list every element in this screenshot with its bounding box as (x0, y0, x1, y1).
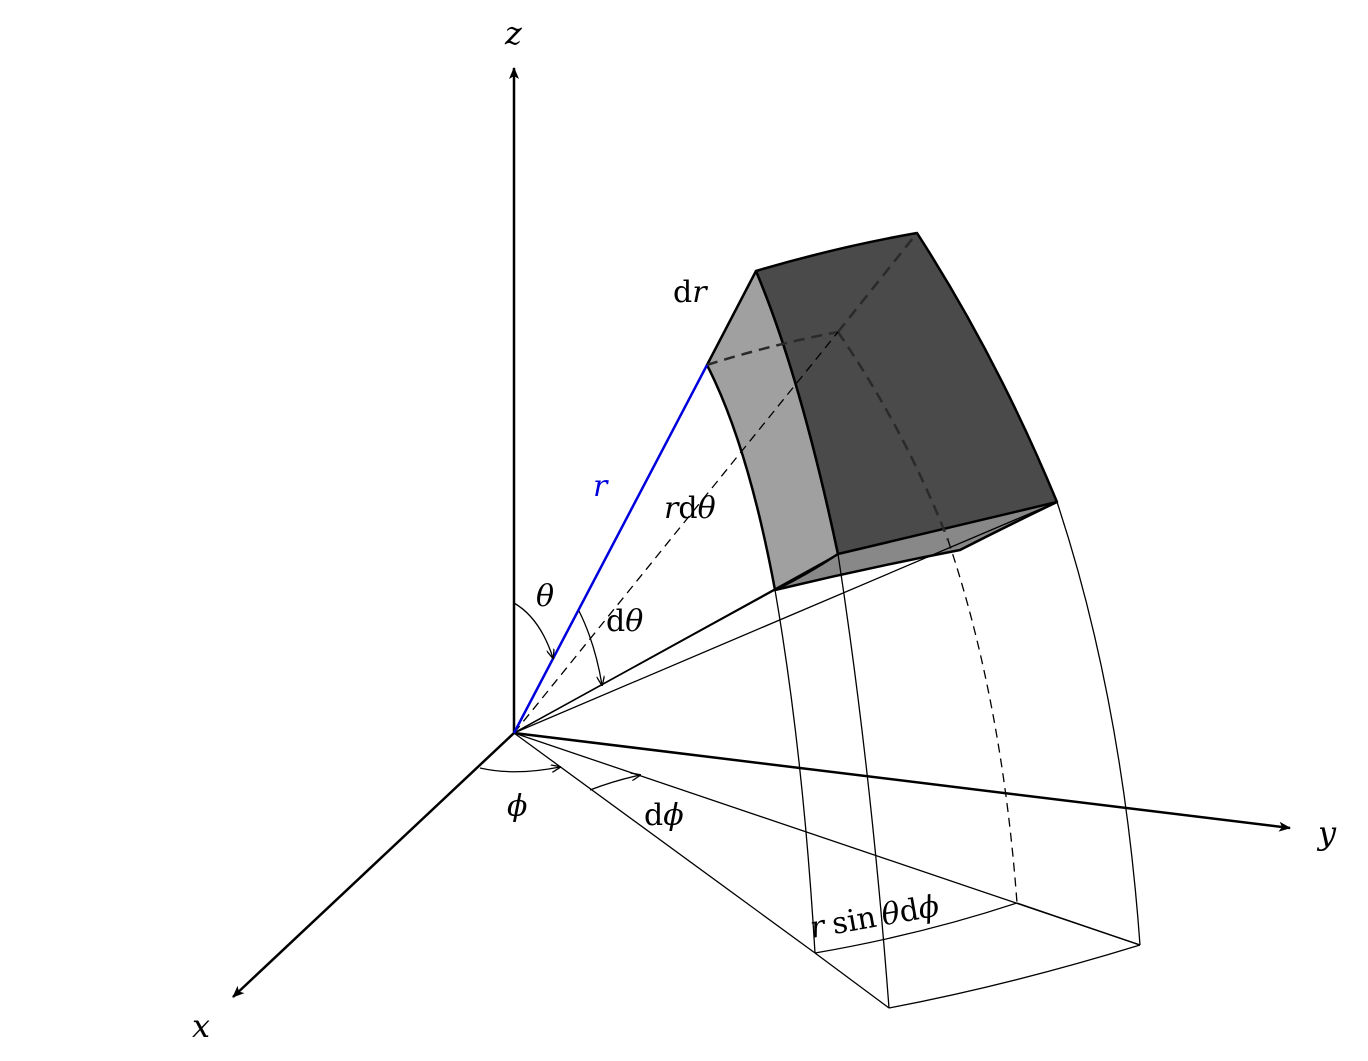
dtheta-label-theta: θ (625, 604, 643, 639)
rdtheta-label-theta: θ (698, 491, 716, 526)
phi-label: ϕ (507, 789, 527, 824)
phi-arc (479, 767, 560, 772)
element-hidden-edges (706, 232, 950, 541)
radius-r-line (512, 364, 709, 734)
theta-arc (513, 602, 553, 658)
dr-label-d: d (673, 275, 692, 310)
r-label: r (593, 469, 609, 504)
dashed-radius-line (513, 331, 839, 734)
rsin-label-theta: θ (879, 896, 903, 934)
y-axis (513, 731, 1291, 832)
dtheta-arc (578, 610, 602, 685)
rdtheta-label-r: r (664, 491, 680, 526)
element-top-face (754, 231, 1059, 556)
rdtheta-label-d: d (678, 491, 697, 526)
rsintheta-dphi-label: rsinθdϕ (807, 889, 941, 946)
z-axis-label: z (504, 14, 523, 52)
x-axis-label: x (192, 1007, 210, 1045)
rsin-label-r: r (807, 909, 829, 946)
dphi-arc (589, 775, 640, 791)
projection-lines (513, 501, 1141, 1009)
rsin-label-sin: sin (829, 900, 879, 942)
theta-label: θ (536, 579, 554, 614)
dtheta-label: dθ (606, 604, 643, 639)
dtheta-label-d: d (606, 604, 625, 639)
projection-hidden-arc (947, 539, 1018, 904)
dphi-label-phi: ϕ (663, 798, 683, 833)
dphi-label: dϕ (644, 798, 684, 833)
y-axis-label: y (1316, 814, 1337, 852)
x-axis (232, 732, 515, 998)
dr-label: dr (673, 275, 708, 310)
dphi-label-d: d (644, 798, 663, 833)
element-bottom-edge (774, 500, 1058, 592)
dr-label-r: r (692, 275, 708, 310)
rdtheta-label: rdθ (664, 491, 716, 526)
element-bottom-face (775, 502, 1057, 590)
